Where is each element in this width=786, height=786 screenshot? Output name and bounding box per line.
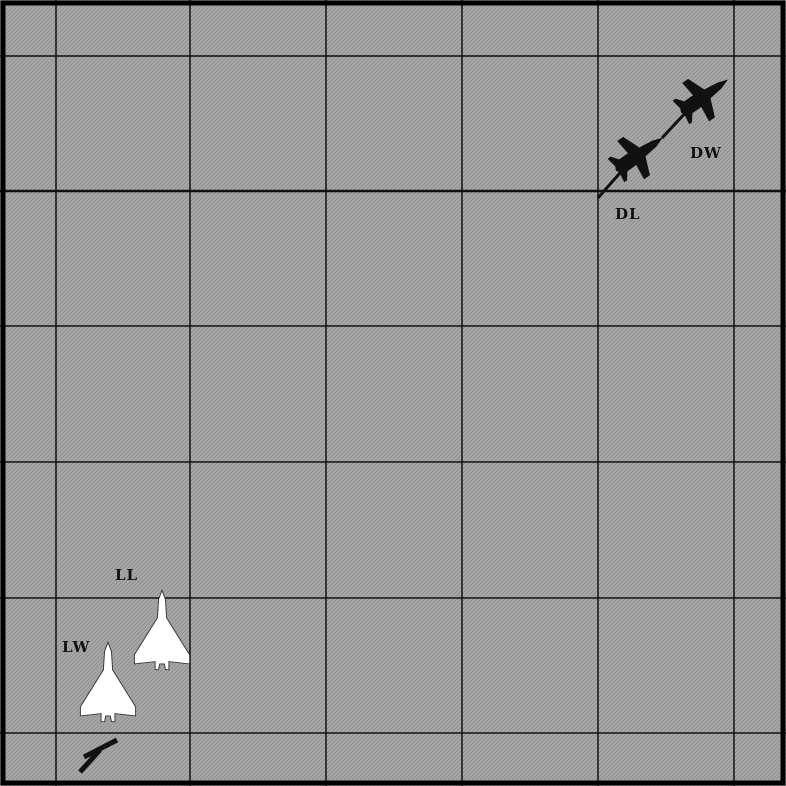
- unit-label-dl: DL: [615, 205, 641, 223]
- unit-label-dw: DW: [690, 144, 722, 162]
- unit-label-ll: LL: [115, 566, 138, 584]
- unit-label-lw: LW: [62, 638, 91, 656]
